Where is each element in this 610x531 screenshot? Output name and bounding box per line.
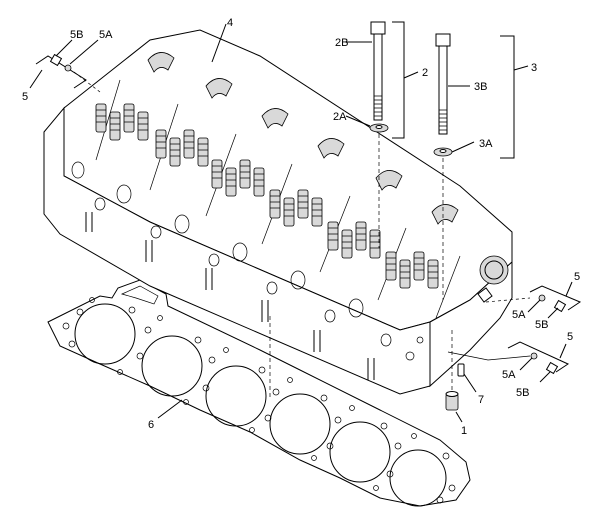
washer-2A-hole (375, 125, 383, 129)
callout-5A-right-lower: 5A (502, 369, 516, 381)
washer-3A-hole (439, 149, 447, 153)
plug-5B-top (49, 53, 63, 67)
leader-2A (345, 115, 371, 127)
head-gasket (47, 279, 471, 507)
bracket-5-top (35, 55, 87, 89)
end-port (479, 255, 509, 285)
leader-5B-right-upper (547, 307, 559, 319)
cylinder-head (43, 29, 513, 395)
gasket-bore-3 (205, 365, 267, 427)
callout-3B: 3B (474, 81, 487, 93)
leader-5-top (29, 69, 43, 89)
callout-5-top: 5 (22, 91, 28, 103)
callout-3A: 3A (479, 138, 493, 150)
dowel-7 (457, 363, 465, 377)
callout-labels: 4 2B 2 2A 3B 3 3A 5B 5A 5 5 5A 5B 5 5A 5… (22, 17, 580, 437)
plug-5-right-upper-centerline (485, 297, 531, 303)
callout-3: 3 (531, 62, 537, 74)
callout-5B-right-upper: 5B (535, 319, 548, 331)
leader-5-right-lower (559, 343, 567, 359)
seal-5A-top (64, 64, 72, 72)
bolt-2B-head (370, 21, 386, 35)
callout-7: 7 (478, 394, 484, 406)
bracket-5-right-lower (507, 341, 570, 373)
gasket-outline (47, 279, 471, 507)
leader-5-right-upper (565, 281, 573, 297)
callout-5B-right-lower: 5B (516, 387, 529, 399)
item-7-dowel (457, 363, 477, 393)
callout-2B: 2B (335, 37, 348, 49)
leader-5A-top (69, 39, 99, 65)
callout-1: 1 (461, 425, 467, 437)
gasket-bore-6 (389, 449, 447, 507)
bracket-5-right-upper (529, 285, 582, 311)
head-studs (85, 212, 375, 380)
gasket-bore-4 (269, 393, 331, 455)
bolt-assembly-3 (433, 33, 529, 300)
leader-7 (463, 373, 477, 393)
leader-5B-top (55, 39, 73, 57)
plug-assembly-5-right-lower (447, 341, 570, 383)
leader-2 (403, 71, 419, 79)
leader-6 (157, 399, 183, 419)
end-fitting (477, 287, 493, 303)
gasket-bore-5 (329, 421, 391, 483)
callout-2A: 2A (333, 111, 347, 123)
gasket-tab (120, 285, 159, 305)
plug-5-right-lower-leader (447, 351, 531, 361)
end-port-inner (484, 260, 504, 280)
leader-1 (455, 411, 463, 423)
callout-5-right-upper: 5 (574, 271, 580, 283)
gasket-holes (62, 297, 456, 504)
leader-5A-right-upper (527, 299, 541, 313)
callout-5B-top: 5B (70, 29, 83, 41)
cam-saddles (147, 52, 459, 225)
plug-assembly-5-right-upper (477, 281, 582, 319)
bolt-3B-shank (438, 45, 448, 135)
callout-4: 4 (227, 17, 233, 29)
callout-2: 2 (422, 67, 428, 79)
bolt-3B-head (435, 33, 451, 47)
callout-6: 6 (148, 419, 154, 431)
leader-3A (451, 141, 475, 153)
callout-5A-top: 5A (99, 29, 113, 41)
leader-5B-right-lower (539, 371, 551, 383)
front-face-ports (71, 161, 424, 361)
valve-springs (95, 103, 439, 289)
plug-1-top (445, 391, 459, 397)
bolt-2B-thread (374, 95, 382, 117)
bolt-assembly-2 (345, 21, 419, 248)
head-end-face (429, 260, 513, 388)
bolt-3B-thread (439, 109, 447, 131)
callout-5-right-lower: 5 (567, 331, 573, 343)
bracket-3 (500, 35, 515, 159)
seal-5A-right-lower (530, 352, 538, 360)
callout-5A-right-upper: 5A (512, 309, 526, 321)
bracket-2 (392, 21, 405, 139)
bolt-2B-shank (373, 33, 383, 121)
gasket-bore-1 (74, 303, 136, 365)
leader-5A-right-lower (519, 357, 533, 371)
gasket-bore-2 (141, 335, 203, 397)
item-1-plug (445, 330, 463, 423)
leader-4 (211, 23, 227, 63)
leader-3 (513, 65, 529, 71)
plug-5B-right-lower (545, 361, 559, 375)
seal-5A-right-upper (538, 294, 546, 302)
plug-assembly-5-top (29, 39, 101, 93)
